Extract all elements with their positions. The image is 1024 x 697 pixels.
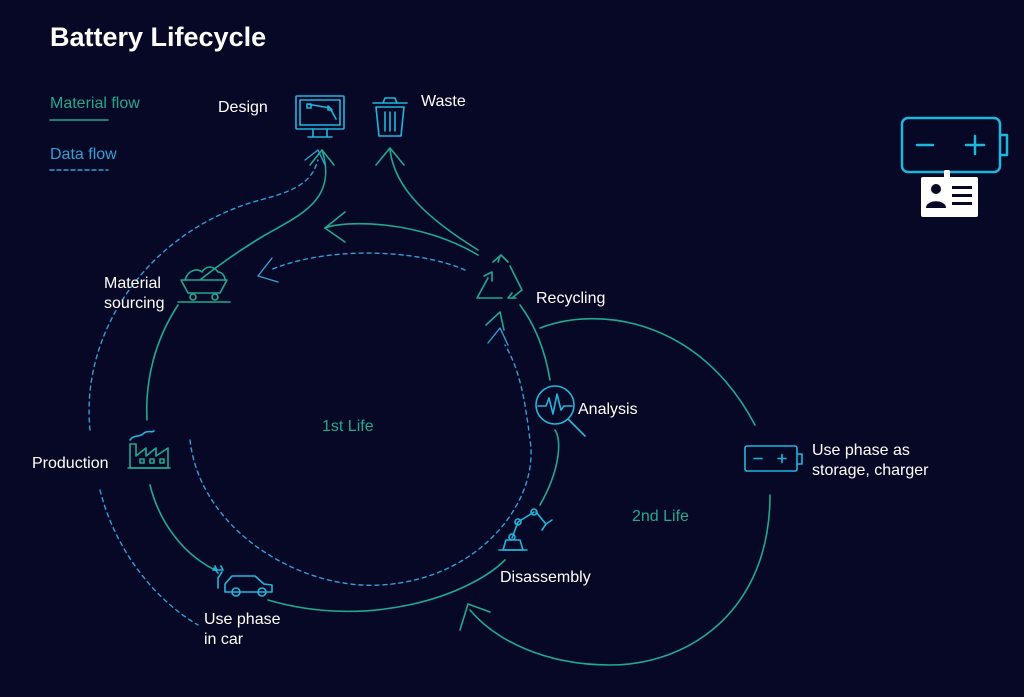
flow-car-to-disassembly: [267, 559, 506, 613]
label-material-sourcing: Material sourcing: [104, 275, 165, 312]
flow-production-to-car: [149, 484, 216, 571]
monitor-design-icon: [295, 95, 345, 138]
label-analysis: Analysis: [578, 401, 638, 418]
electric-car-icon: [212, 565, 273, 597]
dataflow-recycling-to-sourcing: [269, 252, 466, 271]
data-flow-arrows: [257, 149, 509, 346]
battery-passport-icon: [900, 116, 1009, 217]
flow-analysis-to-recycling: [519, 304, 551, 381]
recycle-icon: [476, 254, 523, 299]
flow-recycling-to-waste: [389, 149, 479, 251]
arrow-data-to-recycling: [487, 327, 509, 346]
legend-data-flow-label: Data flow: [50, 146, 117, 163]
label-use-phase-car: Use phase in car: [204, 611, 281, 648]
label-recycling: Recycling: [536, 290, 606, 307]
arrow-to-waste: [375, 147, 405, 166]
data-flow-paths: [88, 159, 532, 626]
arrow-to-design: [309, 149, 335, 166]
flow-sourcing-to-production: [145, 304, 179, 421]
page-title: Battery Lifecycle: [50, 22, 267, 52]
flow-storage-to-disassembly: [469, 494, 771, 666]
label-second-life: 2nd Life: [632, 508, 689, 525]
mining-cart-icon: [177, 266, 231, 303]
arrow-data-to-sourcing: [257, 257, 279, 283]
arrow-into-recycling: [485, 311, 505, 331]
battery-icon: [744, 445, 803, 472]
factory-icon: [127, 430, 171, 469]
label-first-life: 1st Life: [322, 418, 374, 435]
dataflow-production-to-design: [88, 159, 319, 431]
flow-design-to-sourcing: [199, 149, 327, 281]
arrow-into-disassembly-2nd-life: [459, 603, 491, 631]
label-design: Design: [218, 99, 268, 116]
dataflow-production-to-car: [99, 489, 199, 626]
magnifier-waveform-icon: [535, 385, 586, 437]
dataflow-inner-circle: [189, 344, 532, 586]
flow-disassembly-to-analysis: [539, 429, 560, 506]
robot-arm-icon: [498, 508, 553, 551]
legend-material-flow-label: Material flow: [50, 95, 140, 112]
label-use-phase-storage: Use phase as storage, charger: [812, 442, 929, 479]
label-production: Production: [32, 455, 109, 472]
material-flow-paths: [145, 147, 771, 666]
trash-bin-icon: [372, 97, 408, 137]
label-disassembly: Disassembly: [500, 569, 591, 586]
label-waste: Waste: [421, 93, 466, 110]
arrow-data-to-design: [304, 149, 326, 166]
flow-recycling-to-storage: [539, 317, 756, 426]
flow-recycling-to-sourcing: [324, 222, 479, 256]
arrow-recycling-to-sourcing: [324, 211, 346, 243]
